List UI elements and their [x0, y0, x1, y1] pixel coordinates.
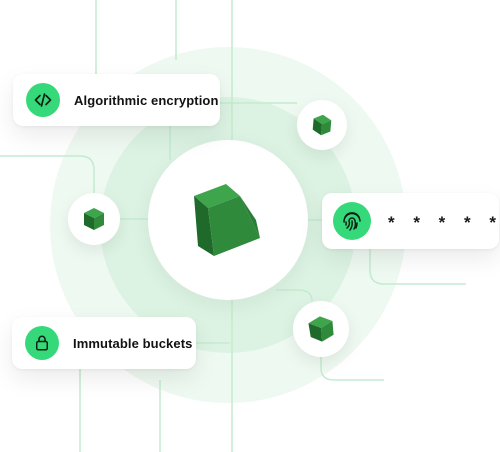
cube-icon	[84, 208, 104, 230]
password-card: * * * * * *	[322, 193, 500, 249]
cube-icon	[308, 316, 334, 342]
connector-lines	[0, 0, 466, 452]
cube-node-left	[68, 193, 120, 245]
lock-icon	[25, 326, 59, 360]
cube-icon	[312, 114, 332, 136]
cube-node-top	[297, 100, 347, 150]
masked-password: * * * * * *	[388, 213, 500, 232]
cube-node-bottom	[293, 301, 349, 357]
main-cube-icon	[194, 184, 260, 256]
center-hub	[148, 140, 308, 300]
immutable-buckets-card: Immutable buckets	[12, 317, 196, 369]
code-icon	[26, 83, 60, 117]
fingerprint-icon	[333, 202, 371, 240]
algorithmic-encryption-label: Algorithmic encryption	[74, 92, 219, 108]
immutable-buckets-label: Immutable buckets	[73, 335, 193, 351]
algorithmic-encryption-card: Algorithmic encryption	[13, 74, 220, 126]
